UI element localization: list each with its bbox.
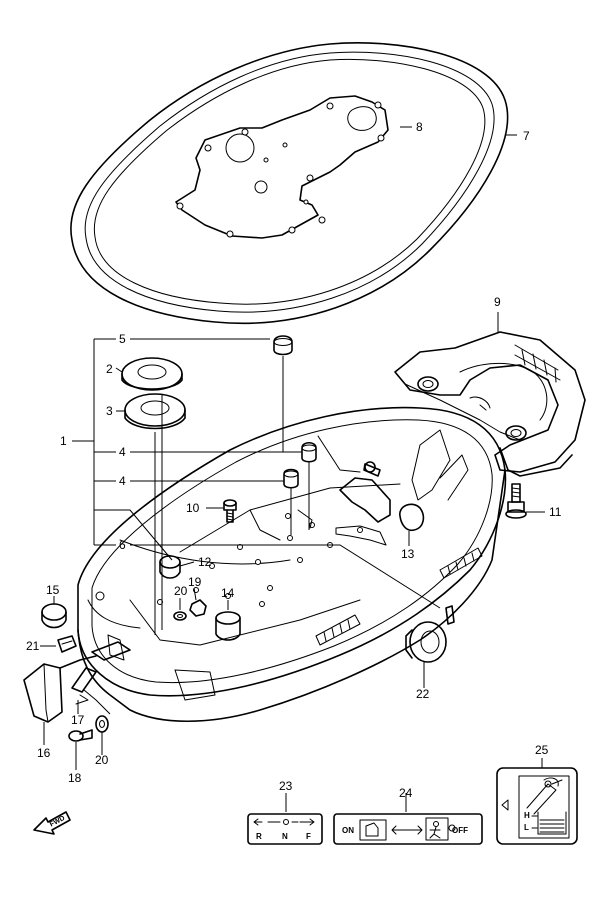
decal-24: ON OFF (333, 813, 483, 845)
washer-part-20a (173, 611, 187, 621)
gasket-plate-part (175, 95, 389, 239)
callout-14: 14 (221, 586, 235, 600)
nut-part-19 (189, 599, 207, 617)
callout-22: 22 (416, 687, 430, 701)
callout-numbers: 1 2 3 4 4 5 6 7 8 9 10 11 12 13 14 15 16… (26, 120, 562, 800)
grommet-part-12 (159, 555, 181, 579)
callout-9: 9 (494, 295, 501, 309)
fwd-arrow-icon: FWD (33, 811, 71, 835)
callout-13: 13 (401, 547, 415, 561)
decal-25-l: L (524, 823, 529, 832)
pin-part-small (445, 605, 455, 625)
callout-3: 3 (106, 404, 113, 418)
seal-ring-part (70, 42, 509, 325)
grommet-part-2 (121, 357, 183, 391)
decal-25: H L (496, 767, 578, 845)
decal-23-r: R (256, 832, 262, 841)
decal-23-n: N (282, 832, 288, 841)
decal-23-f: F (306, 832, 311, 841)
handle-part (394, 331, 586, 477)
clip-part-21 (57, 635, 77, 653)
callout-19: 19 (188, 575, 202, 589)
washer-part-20b (95, 715, 109, 733)
link-part-17 (71, 641, 131, 705)
lower-cover-part (77, 406, 507, 723)
callout-1: 1 (60, 434, 67, 448)
callout-25: 25 (535, 743, 549, 757)
bolt-part-10 (223, 499, 237, 523)
decal-25-h: H (524, 811, 530, 820)
callout-4a: 4 (119, 445, 126, 459)
callout-11: 11 (549, 505, 562, 519)
callout-18: 18 (68, 771, 82, 785)
bolt-part-11 (505, 483, 527, 519)
grommet-part-3 (124, 393, 186, 430)
plug-part-4a (301, 441, 317, 463)
lever-part-16 (23, 655, 97, 723)
screw-part-18 (68, 729, 93, 742)
callout-17: 17 (71, 713, 85, 727)
callout-21: 21 (26, 639, 40, 653)
bump-part-13 (399, 503, 425, 532)
callout-10: 10 (186, 501, 200, 515)
callout-2: 2 (106, 362, 113, 376)
leader-lines (40, 126, 545, 812)
callout-23: 23 (279, 779, 293, 793)
decal-24-off: OFF (452, 826, 468, 835)
grommet-part-22 (405, 621, 447, 663)
grommet-part-5 (273, 335, 293, 356)
callout-5: 5 (119, 332, 126, 346)
plug-part-4b (283, 468, 299, 489)
callout-15: 15 (46, 583, 60, 597)
callout-7: 7 (523, 129, 530, 143)
callout-20b: 20 (95, 753, 109, 767)
callout-16: 16 (37, 746, 51, 760)
group-bracket (72, 338, 441, 635)
decal-23: R N F (247, 813, 323, 845)
callout-6: 6 (119, 538, 126, 552)
cap-part-14 (215, 611, 241, 641)
decal-24-on: ON (342, 826, 354, 835)
callout-8: 8 (416, 120, 423, 134)
callout-20a: 20 (174, 584, 188, 598)
callout-4b: 4 (119, 474, 126, 488)
plug-part-15 (41, 603, 67, 629)
callout-24: 24 (399, 786, 413, 800)
callout-12: 12 (198, 555, 212, 569)
screw-part-small (363, 461, 381, 477)
